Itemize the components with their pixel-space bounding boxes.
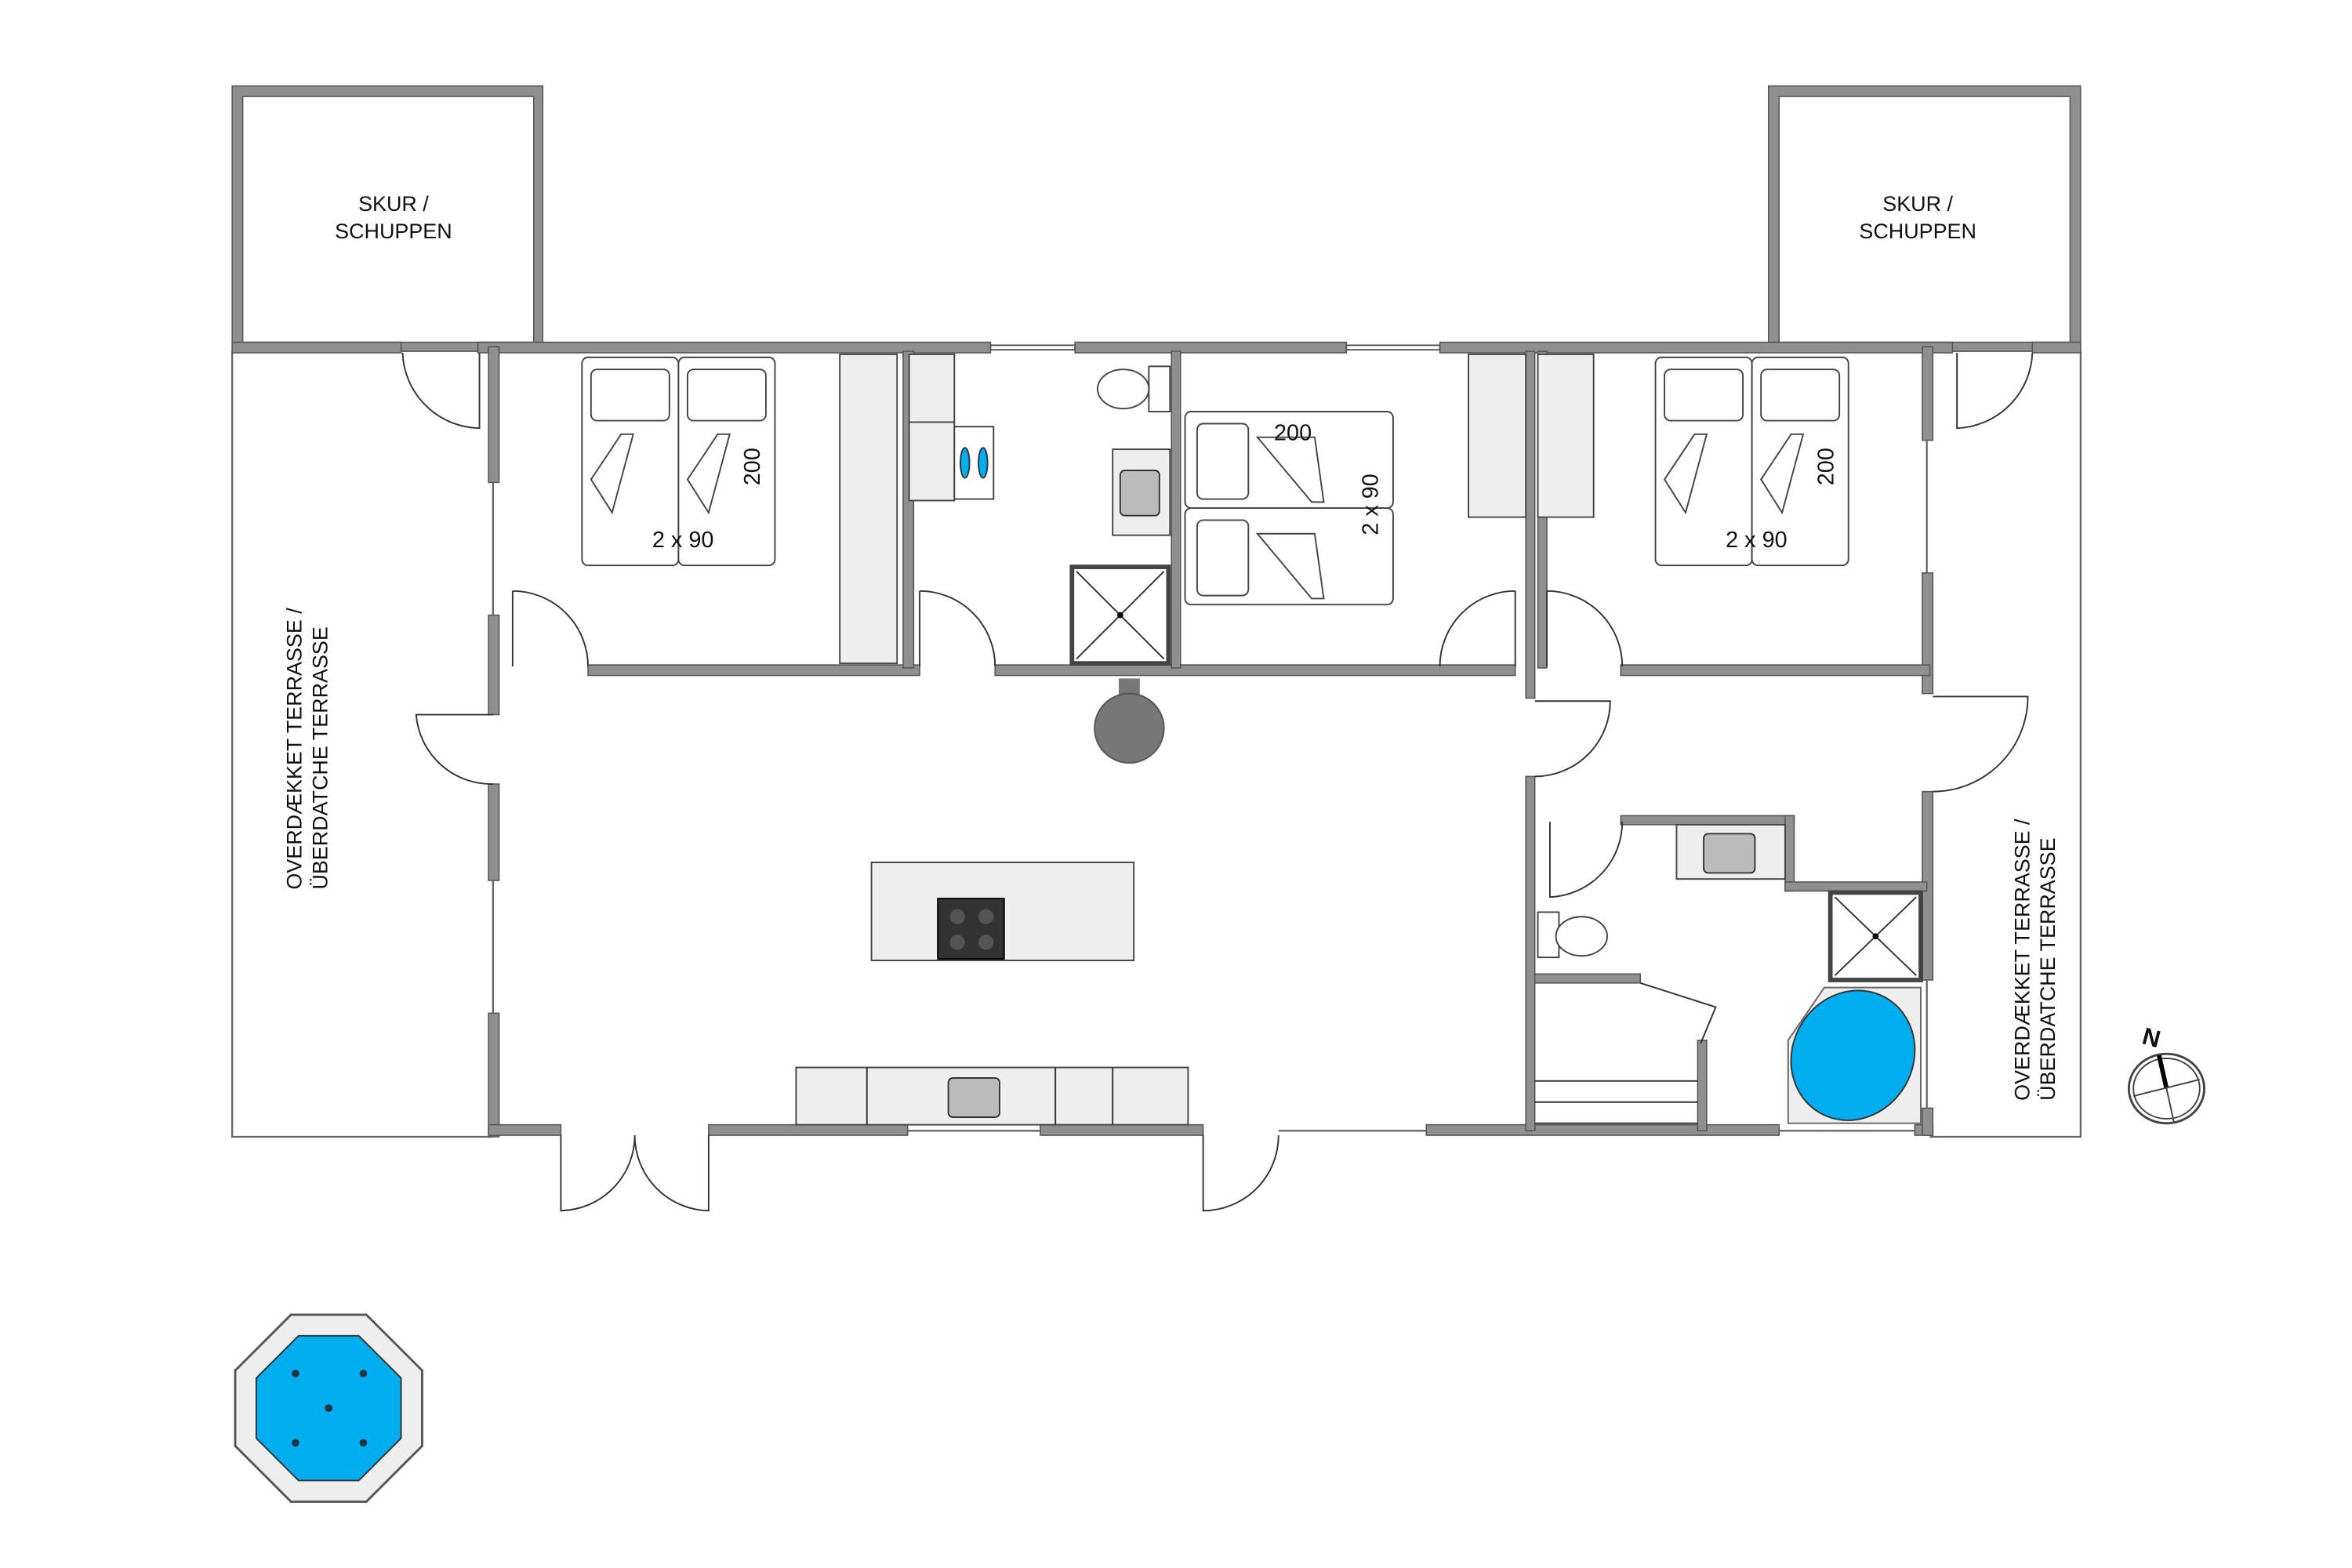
door-main-double[interactable] (560, 1135, 710, 1212)
terrace-left: OVERDÆKKET TERRASSE / ÜBERDATCHE TERRASS… (231, 351, 493, 1138)
door-shed-left[interactable] (401, 352, 481, 430)
doors (401, 352, 2034, 1212)
shower-icon (1069, 564, 1171, 666)
bed-2-length: 200 (1274, 421, 1312, 446)
bed-3: 2 x 90 200 (1654, 356, 1849, 567)
bed-2-width: 2 x 90 (1359, 474, 1384, 535)
exterior-walls (231, 341, 2082, 1138)
door-bedroom-3[interactable] (1546, 590, 1624, 667)
washing-machine-icon (953, 426, 995, 500)
terrace-right: OVERDÆKKET TERRASSE / ÜBERDATCHE TERRASS… (1929, 351, 2082, 1138)
shed-left-label-2: SCHUPPEN (335, 220, 452, 243)
shed-left-label-1: SKUR / (358, 192, 429, 216)
closet-shelves (1534, 1080, 1698, 1124)
door-kitchen[interactable] (1202, 1135, 1279, 1212)
door-bedroom-2[interactable] (1439, 590, 1516, 667)
terrace-right-label-2: ÜBERDATCHE TERRASSE (2036, 837, 2060, 1100)
toilet-2-icon (1537, 911, 1608, 959)
door-closet[interactable] (1640, 982, 1717, 1044)
bed-1-length: 200 (740, 448, 765, 485)
sink-icon (1112, 448, 1171, 536)
door-terrace-right[interactable] (1933, 695, 2029, 793)
shed-right: SKUR / SCHUPPEN (1768, 85, 2082, 352)
hot-tub-icon (234, 1313, 423, 1503)
bed-2: 200 2 x 90 (1184, 411, 1394, 606)
sink-2-icon (1675, 823, 1786, 880)
shed-left: SKUR / SCHUPPEN (231, 85, 544, 352)
shower-2-icon (1828, 890, 1923, 982)
shed-right-label-1: SKUR / (1882, 192, 1953, 216)
compass-icon: N (2127, 1022, 2205, 1125)
door-bedroom-1[interactable] (511, 590, 589, 667)
bed-1-width: 2 x 90 (652, 528, 714, 553)
kitchen-counter (795, 1066, 1189, 1126)
kitchen-sink-icon (947, 1077, 1000, 1118)
door-hall[interactable] (1534, 700, 1611, 778)
bed-3-width: 2 x 90 (1726, 528, 1788, 553)
laundry-counter-2 (908, 421, 956, 502)
door-shed-right[interactable] (1956, 352, 2034, 430)
toilet-icon (1097, 365, 1171, 412)
terrace-left-label-2: ÜBERDATCHE TERRASSE (308, 626, 332, 889)
bathtub-icon (1787, 986, 1922, 1124)
wardrobe-2 (1468, 353, 1527, 518)
door-terrace-left[interactable] (415, 713, 493, 785)
wardrobe-1 (839, 353, 898, 665)
door-bathroom-2[interactable] (1548, 822, 1624, 898)
terrace-right-label-1: OVERDÆKKET TERRASSE / (2010, 818, 2034, 1101)
wardrobe-3 (1537, 353, 1595, 518)
bed-3-length: 200 (1813, 448, 1838, 485)
compass-north-label: N (2140, 1022, 2164, 1054)
shed-right-label-2: SCHUPPEN (1859, 220, 1976, 243)
door-bathroom-1[interactable] (919, 590, 996, 667)
fireplace-icon (1094, 678, 1165, 764)
terrace-left-label-1: OVERDÆKKET TERRASSE / (283, 608, 307, 890)
bed-1: 2 x 90 200 (581, 356, 776, 567)
laundry-counter (908, 353, 956, 423)
kitchen-island (870, 862, 1135, 961)
